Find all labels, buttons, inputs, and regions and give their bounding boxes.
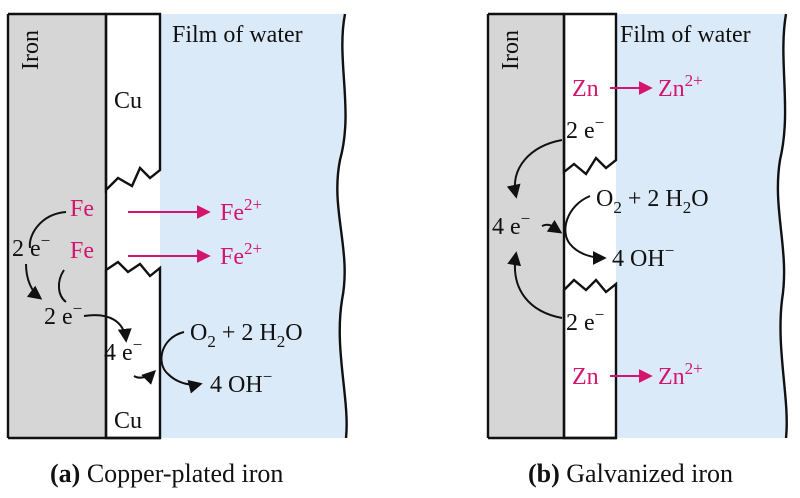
electrons-2e-top: 2 e− (566, 113, 604, 144)
electrons-4e-b: 4 e− (492, 209, 530, 240)
water-film-label-a: Film of water (172, 22, 303, 48)
electrons-2e-lower: 2 e− (44, 299, 82, 330)
iron-label-b: Iron (498, 30, 524, 70)
fe-ion-lower: Fe2+ (220, 239, 262, 270)
fe-ion-upper: Fe2+ (220, 195, 262, 226)
hydroxide-a: 4 OH− (210, 367, 272, 398)
caption-a: (a) Copper-plated iron (50, 459, 283, 488)
copper-plating-bottom (104, 260, 162, 440)
zinc-plating-bottom (562, 278, 618, 440)
water-edge-b (776, 13, 788, 439)
caption-b: (b) Galvanized iron (528, 459, 733, 488)
panel-a: Film of water Iron Cu Cu Fe Fe Fe2+ Fe2+… (6, 12, 348, 440)
water-film-label-b: Film of water (620, 22, 751, 48)
electron-flow-arrow-down (25, 263, 43, 300)
electrons-2e-bottom: 2 e− (566, 305, 604, 336)
electrons-4e: 4 e− (104, 335, 142, 366)
oxygen-water-b: O2 + 2 H2O (596, 186, 709, 217)
iron-block-a (8, 14, 106, 438)
water-edge-a (336, 13, 348, 439)
oxygen-water-a: O2 + 2 H2O (190, 320, 303, 351)
fe-atom-upper: Fe (70, 196, 94, 222)
water-film-b (616, 14, 787, 438)
electron-flow-arrow-mid (58, 269, 67, 303)
electron-flow-arrow-b-bottom (507, 251, 563, 319)
electron-flow-arrow-upper (28, 211, 67, 249)
zn-atom-top: Zn (572, 76, 599, 102)
zn-ion-top: Zn2+ (658, 71, 703, 102)
fe-atom-lower: Fe (70, 238, 94, 264)
zinc-plating-top (562, 12, 618, 176)
oxygen-reduction-arrow-b (564, 195, 607, 265)
electrons-2e-left: 2 e− (12, 231, 50, 262)
cu-label-top: Cu (114, 88, 142, 114)
electron-to-oxygen-arrow-b (541, 219, 563, 234)
oxygen-reduction-arrow-a (160, 331, 203, 394)
zn-ion-bottom: Zn2+ (658, 359, 703, 390)
cu-label-bottom: Cu (114, 408, 142, 434)
iron-label-a: Iron (18, 30, 44, 70)
zn-atom-bottom: Zn (572, 364, 599, 390)
electron-flow-arrow-b-top (506, 139, 563, 199)
panel-b: Film of water Iron Zn Zn2+ Zn Zn2+ 2 e− … (486, 12, 788, 440)
water-film-a (160, 14, 347, 438)
hydroxide-b: 4 OH− (612, 241, 674, 272)
electron-flow-arrow-right (83, 314, 132, 343)
copper-plating-top (104, 12, 162, 193)
electron-to-oxygen-arrow (133, 370, 156, 385)
